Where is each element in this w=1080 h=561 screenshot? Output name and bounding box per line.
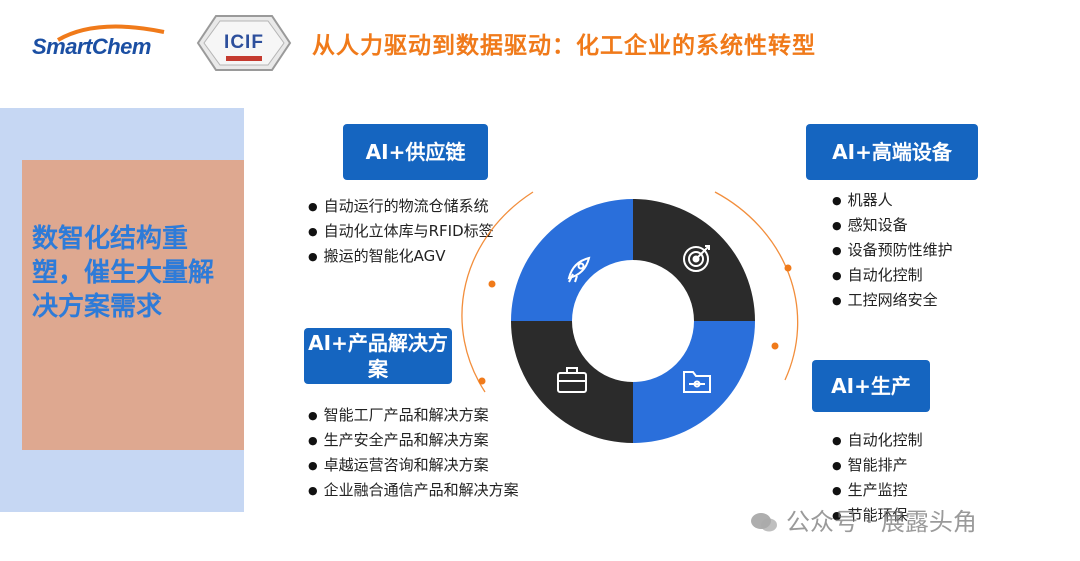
tag-ai-product-solutions: AI+产品解决方案 — [304, 328, 452, 384]
equipment-list: 机器人 感知设备 设备预防性维护 自动化控制 工控网络安全 — [832, 188, 953, 313]
briefcase-icon — [557, 367, 587, 393]
icif-emblem-icon — [196, 15, 292, 71]
supply-chain-list: 自动运行的物流仓储系统 自动化立体库与RFID标签 搬运的智能化AGV — [308, 194, 494, 269]
arc-dot — [771, 342, 779, 350]
watermark-text: 公众号 · 展露头角 — [786, 508, 977, 536]
quadrant-ring-diagram — [461, 191, 799, 443]
outer-arc-left — [461, 191, 534, 393]
arc-dot — [478, 377, 486, 385]
tag-ai-production: AI+生产 — [812, 360, 930, 412]
ring-quadrant-bottom-right — [633, 321, 755, 443]
list-item: 自动化控制 — [832, 428, 923, 453]
icif-logo-text: ICIF — [224, 32, 264, 53]
list-item: 生产安全产品和解决方案 — [308, 428, 519, 453]
production-list: 自动化控制 智能排产 生产监控 节能环保 — [832, 428, 923, 528]
rocket-icon — [567, 256, 591, 283]
list-item: 机器人 — [832, 188, 953, 213]
page-title: 从人力驱动到数据驱动：化工企业的系统性转型 — [312, 33, 816, 59]
left-panel-box — [22, 160, 244, 450]
list-item: 企业融合通信产品和解决方案 — [308, 478, 519, 503]
arc-dot — [488, 280, 496, 288]
ring-quadrant-top-left — [511, 199, 633, 321]
wechat-icon — [751, 513, 777, 532]
smartchem-logo-text: SmartChem — [32, 34, 151, 59]
list-item: 节能环保 — [832, 503, 923, 528]
outer-arc-right — [714, 191, 799, 381]
icif-logo: ICIF — [196, 14, 292, 72]
left-panel-heading: 数智化结构重塑，催生大量解决方案需求 — [32, 224, 215, 322]
folder-icon — [683, 371, 711, 393]
list-item: 自动运行的物流仓储系统 — [308, 194, 494, 219]
list-item: 自动化立体库与RFID标签 — [308, 219, 494, 244]
list-item: 工控网络安全 — [832, 288, 953, 313]
list-item: 卓越运营咨询和解决方案 — [308, 453, 519, 478]
list-item: 感知设备 — [832, 213, 953, 238]
product-solutions-list: 智能工厂产品和解决方案 生产安全产品和解决方案 卓越运营咨询和解决方案 企业融合… — [308, 403, 519, 503]
target-icon — [683, 245, 710, 272]
list-item: 搬运的智能化AGV — [308, 244, 494, 269]
watermark: 公众号 · 展露头角 — [750, 502, 977, 537]
smartchem-logo: SmartChem — [32, 20, 172, 72]
list-item: 自动化控制 — [832, 263, 953, 288]
list-item: 设备预防性维护 — [832, 238, 953, 263]
tag-ai-supply-chain: AI+供应链 — [343, 124, 488, 180]
tag-ai-equipment: AI+高端设备 — [806, 124, 978, 180]
list-item: 生产监控 — [832, 478, 923, 503]
logo-swoosh-icon — [56, 24, 165, 42]
list-item: 智能工厂产品和解决方案 — [308, 403, 519, 428]
arc-dot — [784, 264, 792, 272]
list-item: 智能排产 — [832, 453, 923, 478]
